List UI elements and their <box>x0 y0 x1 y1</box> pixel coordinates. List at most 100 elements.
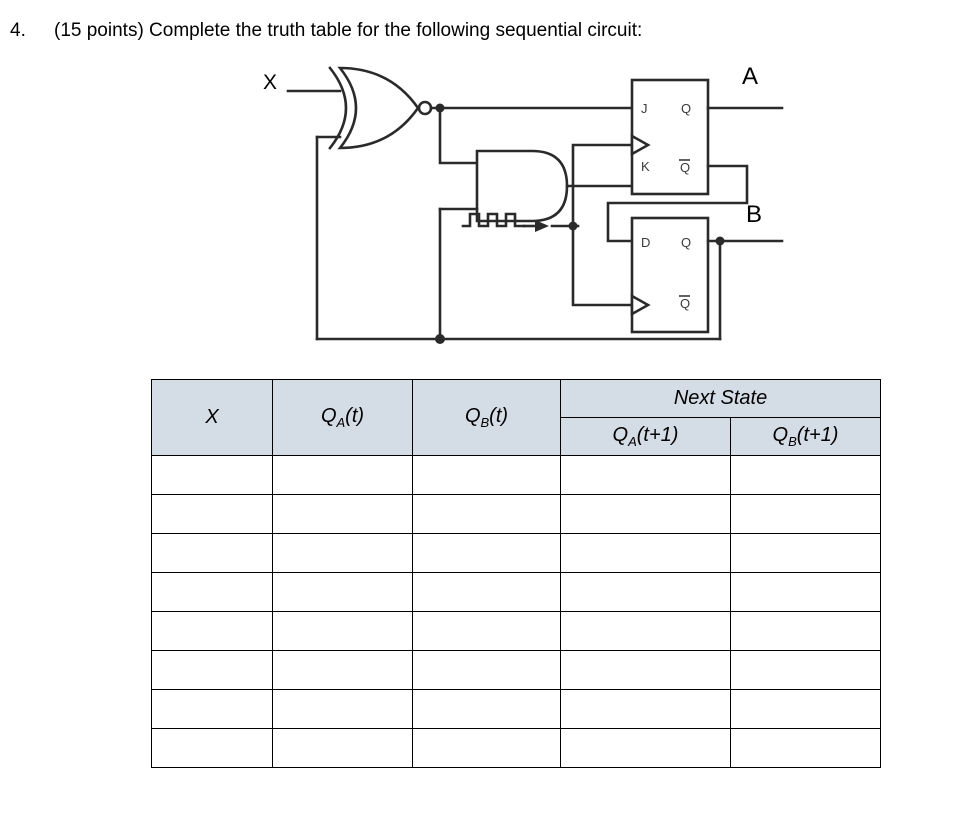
table-cell[interactable] <box>272 572 413 612</box>
truth-table-header-row-2: QA(t+1) QB(t+1) <box>152 417 882 456</box>
table-cell[interactable] <box>729 494 882 534</box>
table-cell[interactable] <box>729 572 882 612</box>
truth-table-header-row-1: X QA(t) QB(t) Next State <box>151 379 882 456</box>
table-row[interactable] <box>151 689 882 729</box>
table-cell[interactable] <box>151 689 273 729</box>
table-row[interactable] <box>151 650 882 690</box>
table-cell[interactable] <box>272 650 413 690</box>
wire-xnor-output <box>429 103 634 165</box>
table-row[interactable] <box>151 611 882 651</box>
truth-table-container: X QA(t) QB(t) Next State QA(t+1) QB(t+1) <box>151 379 882 768</box>
wire-clock-bus <box>571 143 634 307</box>
table-cell[interactable] <box>151 455 273 495</box>
table-cell[interactable] <box>729 689 882 729</box>
header-qb1-base: Q <box>772 424 789 446</box>
table-cell[interactable] <box>151 728 273 768</box>
signal-label-x: X <box>263 71 278 94</box>
table-cell[interactable] <box>412 572 561 612</box>
table-cell[interactable] <box>560 494 731 534</box>
truth-table-body <box>151 455 882 768</box>
table-cell[interactable] <box>412 689 561 729</box>
table-row[interactable] <box>151 533 882 573</box>
header-cell-qa-t1: QA(t+1) <box>560 417 731 456</box>
jk-pin-label-j: J <box>641 101 648 116</box>
header-cell-qa-t: QA(t) <box>272 379 413 456</box>
header-label-x: X <box>205 406 219 428</box>
header-qb1-suffix: (t+1) <box>796 424 839 446</box>
table-cell[interactable] <box>151 494 273 534</box>
table-cell[interactable] <box>729 728 882 768</box>
table-row[interactable] <box>151 572 882 612</box>
table-cell[interactable] <box>560 533 731 573</box>
table-cell[interactable] <box>412 650 561 690</box>
header-qb-suffix: (t) <box>489 405 509 427</box>
truth-table: X QA(t) QB(t) Next State QA(t+1) QB(t+1) <box>151 379 882 768</box>
question-line: 4. (15 points) Complete the truth table … <box>10 20 940 43</box>
table-cell[interactable] <box>729 611 882 651</box>
and-gate <box>475 149 569 223</box>
header-qa1-sub: A <box>628 434 637 449</box>
table-cell[interactable] <box>412 455 561 495</box>
question-number: 4. <box>10 20 26 41</box>
table-cell[interactable] <box>151 650 273 690</box>
table-cell[interactable] <box>272 689 413 729</box>
table-row[interactable] <box>151 455 882 495</box>
signal-label-b: B <box>746 201 763 228</box>
table-cell[interactable] <box>729 455 882 495</box>
table-cell[interactable] <box>272 611 413 651</box>
header-qb-base: Q <box>464 405 481 427</box>
d-flipflop-box <box>630 216 710 334</box>
signal-label-a: A <box>742 63 759 90</box>
jk-pin-label-q: Q <box>681 101 691 116</box>
header-cell-qb-t: QB(t) <box>412 379 561 456</box>
jk-pin-label-k: K <box>641 159 650 174</box>
header-label-next-state: Next State <box>673 387 768 409</box>
circuit-schematic-svg: J K Q Q D Q Q <box>286 66 784 344</box>
header-qa-suffix: (t) <box>345 405 365 427</box>
table-cell[interactable] <box>560 650 731 690</box>
table-cell[interactable] <box>560 728 731 768</box>
header-cell-qb-t1: QB(t+1) <box>729 417 882 456</box>
table-cell[interactable] <box>151 572 273 612</box>
wire-jk-qbar-to-d <box>606 164 749 243</box>
wire-d-q-output-b <box>706 236 784 341</box>
table-cell[interactable] <box>272 494 413 534</box>
table-row[interactable] <box>151 494 882 534</box>
table-cell[interactable] <box>560 572 731 612</box>
header-cell-x: X <box>151 379 273 456</box>
table-cell[interactable] <box>272 728 413 768</box>
jk-pin-label-qbar: Q <box>680 160 690 175</box>
d-pin-label-q: Q <box>681 235 691 250</box>
header-qb-sub: B <box>480 415 490 430</box>
table-cell[interactable] <box>412 611 561 651</box>
table-row[interactable] <box>151 728 882 768</box>
header-qa-sub: A <box>336 415 346 430</box>
header-qa-base: Q <box>320 405 337 427</box>
question-text: (15 points) Complete the truth table for… <box>54 20 643 41</box>
table-cell[interactable] <box>272 533 413 573</box>
table-cell[interactable] <box>272 455 413 495</box>
table-cell[interactable] <box>560 689 731 729</box>
table-cell[interactable] <box>151 611 273 651</box>
table-cell[interactable] <box>729 650 882 690</box>
d-pin-label-qbar: Q <box>680 296 690 311</box>
truth-table-head: X QA(t) QB(t) Next State QA(t+1) QB(t+1) <box>151 379 882 456</box>
header-qa1-base: Q <box>612 424 629 446</box>
wire-feedback-bus <box>315 334 722 344</box>
wire-and-lower-input <box>438 207 479 341</box>
header-qa1-suffix: (t+1) <box>636 424 679 446</box>
table-cell[interactable] <box>560 455 731 495</box>
table-cell[interactable] <box>412 728 561 768</box>
wire-xnor-lower-input <box>315 135 342 341</box>
header-cell-next-state: Next State <box>559 379 882 418</box>
xnor-gate <box>328 66 433 150</box>
header-qb1-sub: B <box>788 434 797 449</box>
jk-flipflop-box <box>630 78 710 196</box>
d-pin-label-d: D <box>641 235 650 250</box>
table-cell[interactable] <box>412 494 561 534</box>
table-cell[interactable] <box>729 533 882 573</box>
table-cell[interactable] <box>151 533 273 573</box>
sequential-circuit-diagram: J K Q Q D Q Q X A B <box>0 55 956 355</box>
table-cell[interactable] <box>560 611 731 651</box>
table-cell[interactable] <box>412 533 561 573</box>
